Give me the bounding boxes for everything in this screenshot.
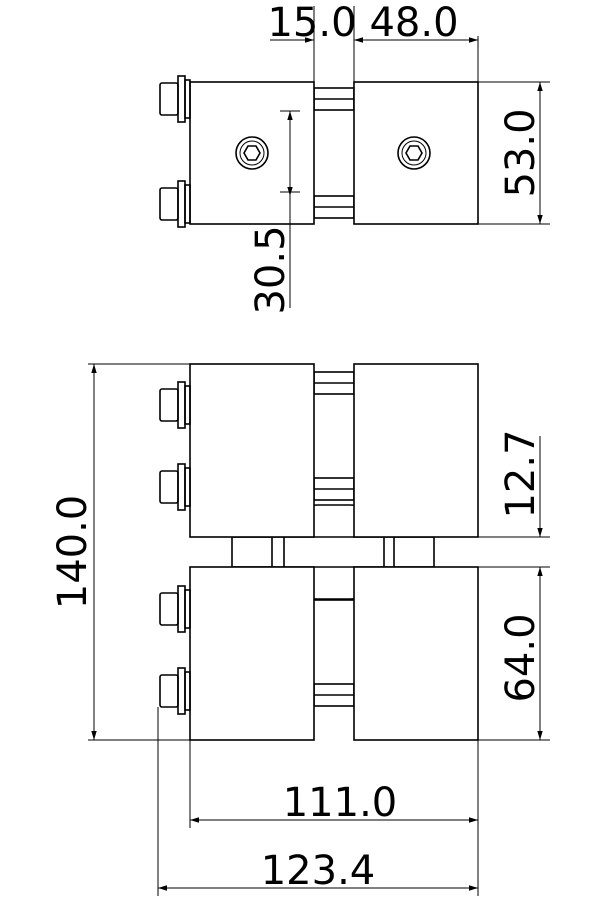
front-block-top-right [353, 363, 479, 538]
hex-screw-left-icon [235, 136, 269, 170]
dim-top-height: 53.0 [498, 108, 544, 197]
front-block-bottom-left [189, 566, 315, 741]
front-knob-3 [159, 585, 191, 633]
front-block-bottom-right [353, 566, 479, 741]
front-knob-1 [159, 381, 191, 429]
front-h-connector-left [231, 536, 273, 568]
front-view: 140.0 12.7 64.0 111.0 123.4 [50, 363, 550, 896]
top-left-block [189, 81, 315, 225]
top-knob-upper [159, 75, 191, 123]
top-knob-lower [159, 180, 191, 228]
dim-front-total-height: 140.0 [50, 495, 96, 610]
front-knob-4 [159, 667, 191, 715]
front-h-connector-right [393, 536, 435, 568]
top-view: 15.0 48.0 53.0 30.5 [159, 0, 550, 315]
dim-top-block-width: 48.0 [369, 0, 458, 46]
dim-top-screw-pitch: 30.5 [248, 225, 294, 314]
dim-front-width: 111.0 [283, 780, 398, 826]
top-right-block [353, 81, 479, 225]
dim-front-overall-width: 123.4 [261, 848, 376, 894]
front-block-top-left [189, 363, 315, 538]
dim-front-block-height: 64.0 [498, 613, 544, 702]
dim-front-gap: 12.7 [498, 429, 544, 518]
hex-screw-right-icon [397, 136, 431, 170]
dim-top-gap: 15.0 [267, 0, 356, 46]
front-knob-2 [159, 463, 191, 511]
